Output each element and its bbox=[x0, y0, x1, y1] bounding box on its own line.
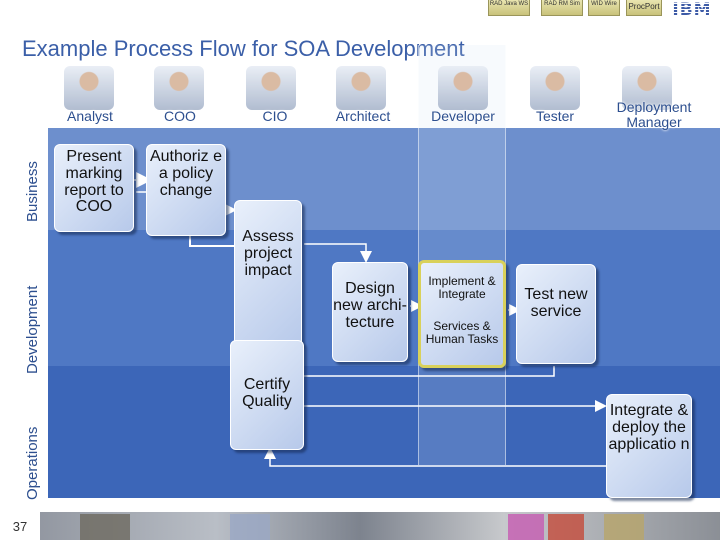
page-number: 37 bbox=[0, 512, 40, 540]
strip-image-2 bbox=[230, 514, 270, 540]
step-services-text: Services & Human Tasks bbox=[425, 319, 499, 346]
developer-column-highlight bbox=[418, 45, 506, 465]
strip-image-4 bbox=[548, 514, 584, 540]
deployment-manager-avatar bbox=[622, 66, 672, 110]
arrow-test-to-certify bbox=[258, 343, 555, 377]
step-certify-text: Certify Quality bbox=[242, 376, 292, 410]
cio-avatar bbox=[246, 66, 296, 110]
step-design-text: Design new archi-tecture bbox=[333, 280, 407, 331]
step-integrate-deploy[interactable]: Integrate & deploy the applicatio n bbox=[606, 394, 692, 498]
step-test-text: Test new service bbox=[524, 286, 588, 320]
role-deployment-manager: Deployment Manager bbox=[616, 99, 692, 130]
step-deploy-text: Integrate & deploy the applicatio n bbox=[608, 402, 690, 453]
strip-image-5 bbox=[604, 514, 644, 540]
role-architect: Architect bbox=[335, 108, 391, 124]
role-analyst: Analyst bbox=[67, 108, 113, 124]
arrow-deploy-back bbox=[264, 447, 606, 467]
role-cio: CIO bbox=[262, 108, 288, 124]
page-title: Example Process Flow for SOA Development bbox=[22, 36, 465, 61]
top-navigation: RAD Java WS RAD RM Sim WID Wire ProcPort… bbox=[0, 0, 720, 20]
coo-avatar bbox=[154, 66, 204, 110]
step-design-architecture[interactable]: Design new archi-tecture bbox=[332, 262, 408, 362]
step-implement-integrate[interactable]: Implement & Integrate Services & Human T… bbox=[418, 260, 506, 368]
step-implement-text: Implement & Integrate bbox=[428, 274, 496, 301]
step-certify-quality[interactable]: Certify Quality bbox=[230, 340, 304, 450]
analyst-avatar bbox=[64, 66, 114, 110]
arrow-assess-to-design bbox=[304, 243, 372, 263]
nav-tab-rad-rm-sim[interactable]: RAD RM Sim bbox=[541, 0, 583, 16]
strip-image-3 bbox=[508, 514, 544, 540]
step-test-new-service[interactable]: Test new service bbox=[516, 264, 596, 364]
nav-tab-rad-java-ws[interactable]: RAD Java WS bbox=[488, 0, 530, 16]
strip-image-1 bbox=[80, 514, 130, 540]
step-present-text: Present marking report to COO bbox=[64, 148, 124, 216]
role-developer: Developer bbox=[431, 108, 495, 124]
step-assess-project-impact[interactable]: Assess project impact bbox=[234, 200, 302, 348]
architect-avatar bbox=[336, 66, 386, 110]
step-authorize-policy-change[interactable]: Authoriz e a policy change bbox=[146, 144, 226, 236]
role-tester: Tester bbox=[535, 108, 575, 124]
step-present-marking-report[interactable]: Present marking report to COO bbox=[54, 144, 134, 232]
ibm-logo: IBM bbox=[668, 1, 716, 20]
developer-avatar bbox=[438, 66, 488, 110]
role-coo: COO bbox=[164, 108, 196, 124]
step-authorize-text: Authoriz e a policy change bbox=[149, 148, 223, 199]
step-assess-text: Assess project impact bbox=[242, 228, 294, 279]
tester-avatar bbox=[530, 66, 580, 110]
nav-tab-wid-wire[interactable]: WID Wire bbox=[588, 0, 620, 16]
nav-tab-procport[interactable]: ProcPort bbox=[626, 0, 662, 16]
